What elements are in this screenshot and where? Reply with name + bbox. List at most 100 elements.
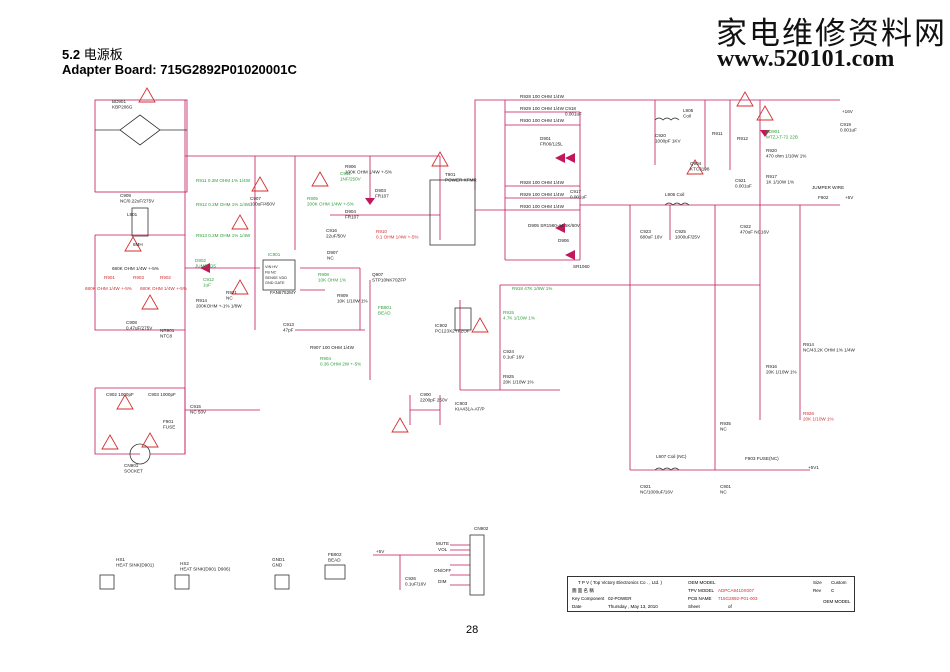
socket-symbol — [129, 443, 151, 465]
label-mute: MUTE — [436, 541, 449, 546]
tb-oem-model2: OEM MODEL — [823, 599, 851, 604]
tb-oem-model-label: OEM MODEL — [688, 580, 716, 585]
transformer-box — [429, 179, 476, 246]
l906-coil — [664, 202, 690, 206]
label-r929: R929 100 OHM 1/4W — [520, 106, 565, 111]
ic901-box — [262, 259, 296, 291]
label-r-top: 680K OHM 1/4W +-5% — [112, 266, 159, 271]
tb-date-value: Thursday , May 13, 2010 — [608, 604, 658, 609]
tb-key-comp-value: 02-POWER — [608, 596, 632, 601]
warning-icon — [141, 432, 159, 448]
label-plus5v1: +5V1 — [808, 465, 819, 470]
label-onoff: ON/OFF — [434, 568, 452, 573]
warning-icon — [141, 294, 159, 310]
cn902-connector — [469, 534, 485, 596]
label-f903: F903 FUSE(NC) — [745, 456, 779, 461]
label-r902: R902 — [160, 275, 171, 280]
label-plus5v-b: +5V — [376, 549, 385, 554]
warning-icon — [138, 87, 156, 103]
tb-key-comp-label: Key Component — [572, 596, 605, 601]
label-l907: L907 Coil (NC) — [656, 454, 687, 459]
label-r913: R913 0.2M OHM 1% 1/4W — [196, 233, 251, 238]
label-r901: R901 — [104, 275, 115, 280]
warning-icon — [431, 151, 449, 167]
label-c903: C903 1000pF — [148, 392, 176, 397]
label-r907: R907 100 OHM 1/4W — [310, 345, 355, 350]
label-r-mid: 680K OHM 1/4W +-5% — [140, 286, 187, 291]
diodes — [200, 130, 770, 273]
tb-company: T P V ( Top Victory Electronics Co . , L… — [578, 580, 662, 585]
watermark-chinese: 家电维修资料网 — [716, 16, 947, 52]
label-vol: VOL — [438, 547, 448, 552]
warning-icon — [101, 434, 119, 450]
label-l906: L906 Coil — [665, 192, 684, 197]
warning-icon — [311, 171, 329, 187]
warning-icon — [471, 317, 489, 333]
label-l901: L901 — [127, 212, 138, 217]
label-r912b: R912 — [737, 136, 748, 141]
bridge-rectifier — [119, 114, 161, 146]
tb-drawing-label: 圖 面 名 稱 — [572, 588, 594, 593]
label-r930b: R930 100 OHM 1/4W — [520, 204, 565, 209]
label-r-left: 680K OHM 1/4W +-5% — [85, 286, 132, 291]
label-f902: F902 — [818, 195, 829, 200]
heatsink-hs1 — [99, 574, 115, 590]
tb-rev-value: C — [831, 588, 835, 593]
optocoupler-box — [454, 307, 472, 331]
label-r903: R903 — [133, 275, 144, 280]
label-ic901-name: FAN6752MY — [270, 290, 296, 295]
tb-sheet-label: Sheet — [688, 604, 700, 609]
tb-date-label: Date — [572, 604, 582, 609]
heatsink-hs2 — [174, 574, 190, 590]
tb-tpv-model-value: ADPCA9410X007 — [718, 588, 755, 593]
board-title: Adapter Board: 715G2892P01020001C — [62, 62, 297, 77]
page-number: 28 — [466, 624, 479, 636]
label-r928b: R928 100 OHM 1/4W — [520, 180, 565, 185]
warning-icon — [124, 236, 142, 252]
label-r928: R928 100 OHM 1/4W — [520, 94, 565, 99]
label-r912: R912 0.2M OHM 1% 1/4W — [196, 202, 251, 207]
tb-size-label: Size — [813, 580, 822, 585]
label-d905: D905 SR1560-44 5K/60V — [528, 223, 581, 228]
label-sr1060: SR1060 — [573, 264, 590, 269]
